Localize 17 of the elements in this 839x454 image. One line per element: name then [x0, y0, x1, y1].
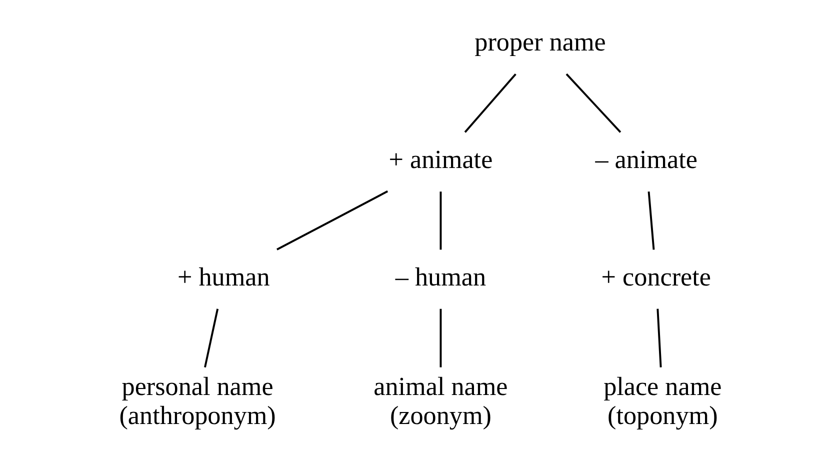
- connector: [440, 308, 442, 368]
- node-text: – human: [395, 262, 486, 292]
- node-text: – animate: [595, 144, 698, 174]
- node-text: proper name: [474, 27, 606, 56]
- connector: [276, 190, 388, 250]
- node-text: + animate: [388, 144, 493, 174]
- connector: [204, 308, 219, 368]
- connector: [656, 308, 662, 368]
- node-text: place name (toponym): [604, 372, 722, 430]
- node-text: + concrete: [601, 262, 711, 292]
- connector: [566, 73, 622, 133]
- node-text: personal name (anthroponym): [119, 372, 276, 430]
- connector: [440, 192, 442, 250]
- connector: [648, 192, 655, 250]
- node-text: + human: [178, 262, 270, 292]
- connector: [464, 73, 516, 133]
- node-text: animal name (zoonym): [374, 372, 508, 430]
